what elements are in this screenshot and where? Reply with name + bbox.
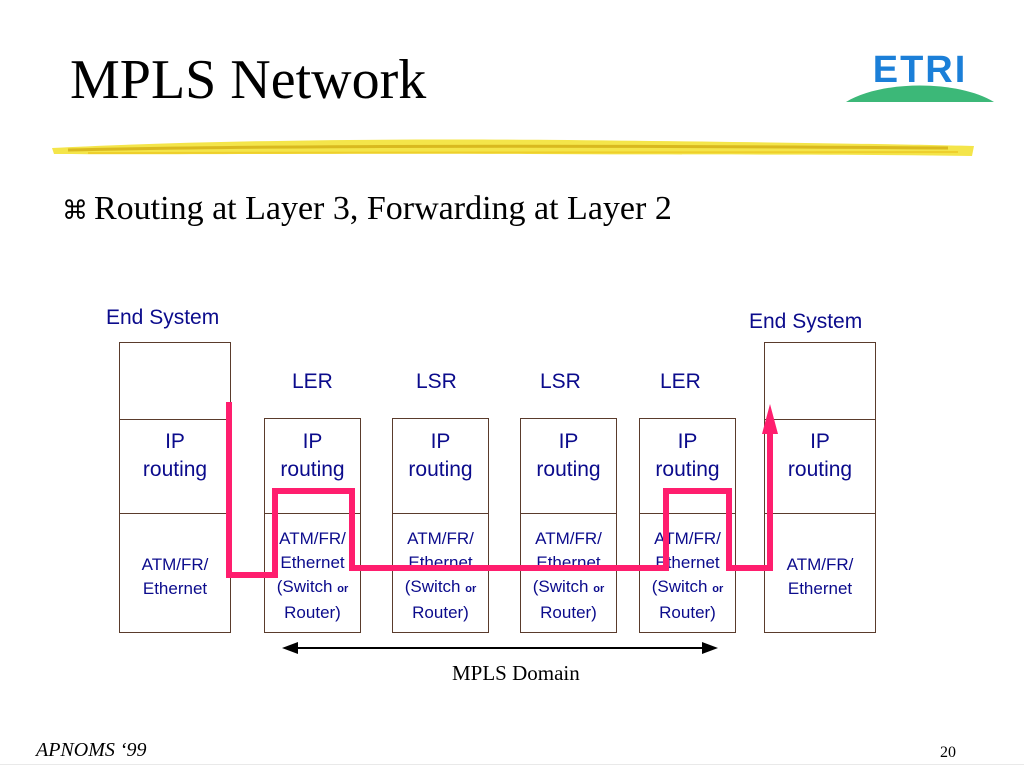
svg-text:ETRI: ETRI [873,49,968,91]
mpls-domain-label: MPLS Domain [452,661,580,685]
etri-logo: ETRI [846,49,994,102]
node-label-lsr-2: LSR [540,370,581,393]
page-number: 20 [940,744,956,761]
bullet-command-icon: ⌘ [62,196,88,226]
bullet-text: Routing at Layer 3, Forwarding at Layer … [94,190,672,227]
mpls-domain-arrow-left-head [282,642,298,654]
packet-path-arrowhead [762,404,778,434]
l2-label: ATM/FR/Ethernet (Switch or Router) [276,529,349,622]
packet-path-line [226,402,773,578]
node-label-ler-1: LER [292,370,333,393]
footer-divider [0,764,1024,765]
l2-label: ATM/FR/Ethernet (Switch or Router) [532,529,605,622]
node-label-lsr-1: LSR [416,370,457,393]
l2-label: ATM/FR/Ethernet [786,555,854,598]
mpls-domain-arrow-right-head [702,642,718,654]
node-label-ler-2: LER [660,370,701,393]
title-underline-brush [52,139,974,156]
l2-label: ATM/FR/Ethernet [141,555,209,598]
footer-conference: APNOMS ‘99 [36,739,147,761]
end-system-left-label: End System [106,306,220,329]
slide-title: MPLS Network [70,49,427,111]
bullet-item: ⌘Routing at Layer 3, Forwarding at Layer… [62,192,672,226]
l2-label: ATM/FR/Ethernet (Switch or Router) [651,529,724,622]
end-system-right-label: End System [749,310,863,333]
